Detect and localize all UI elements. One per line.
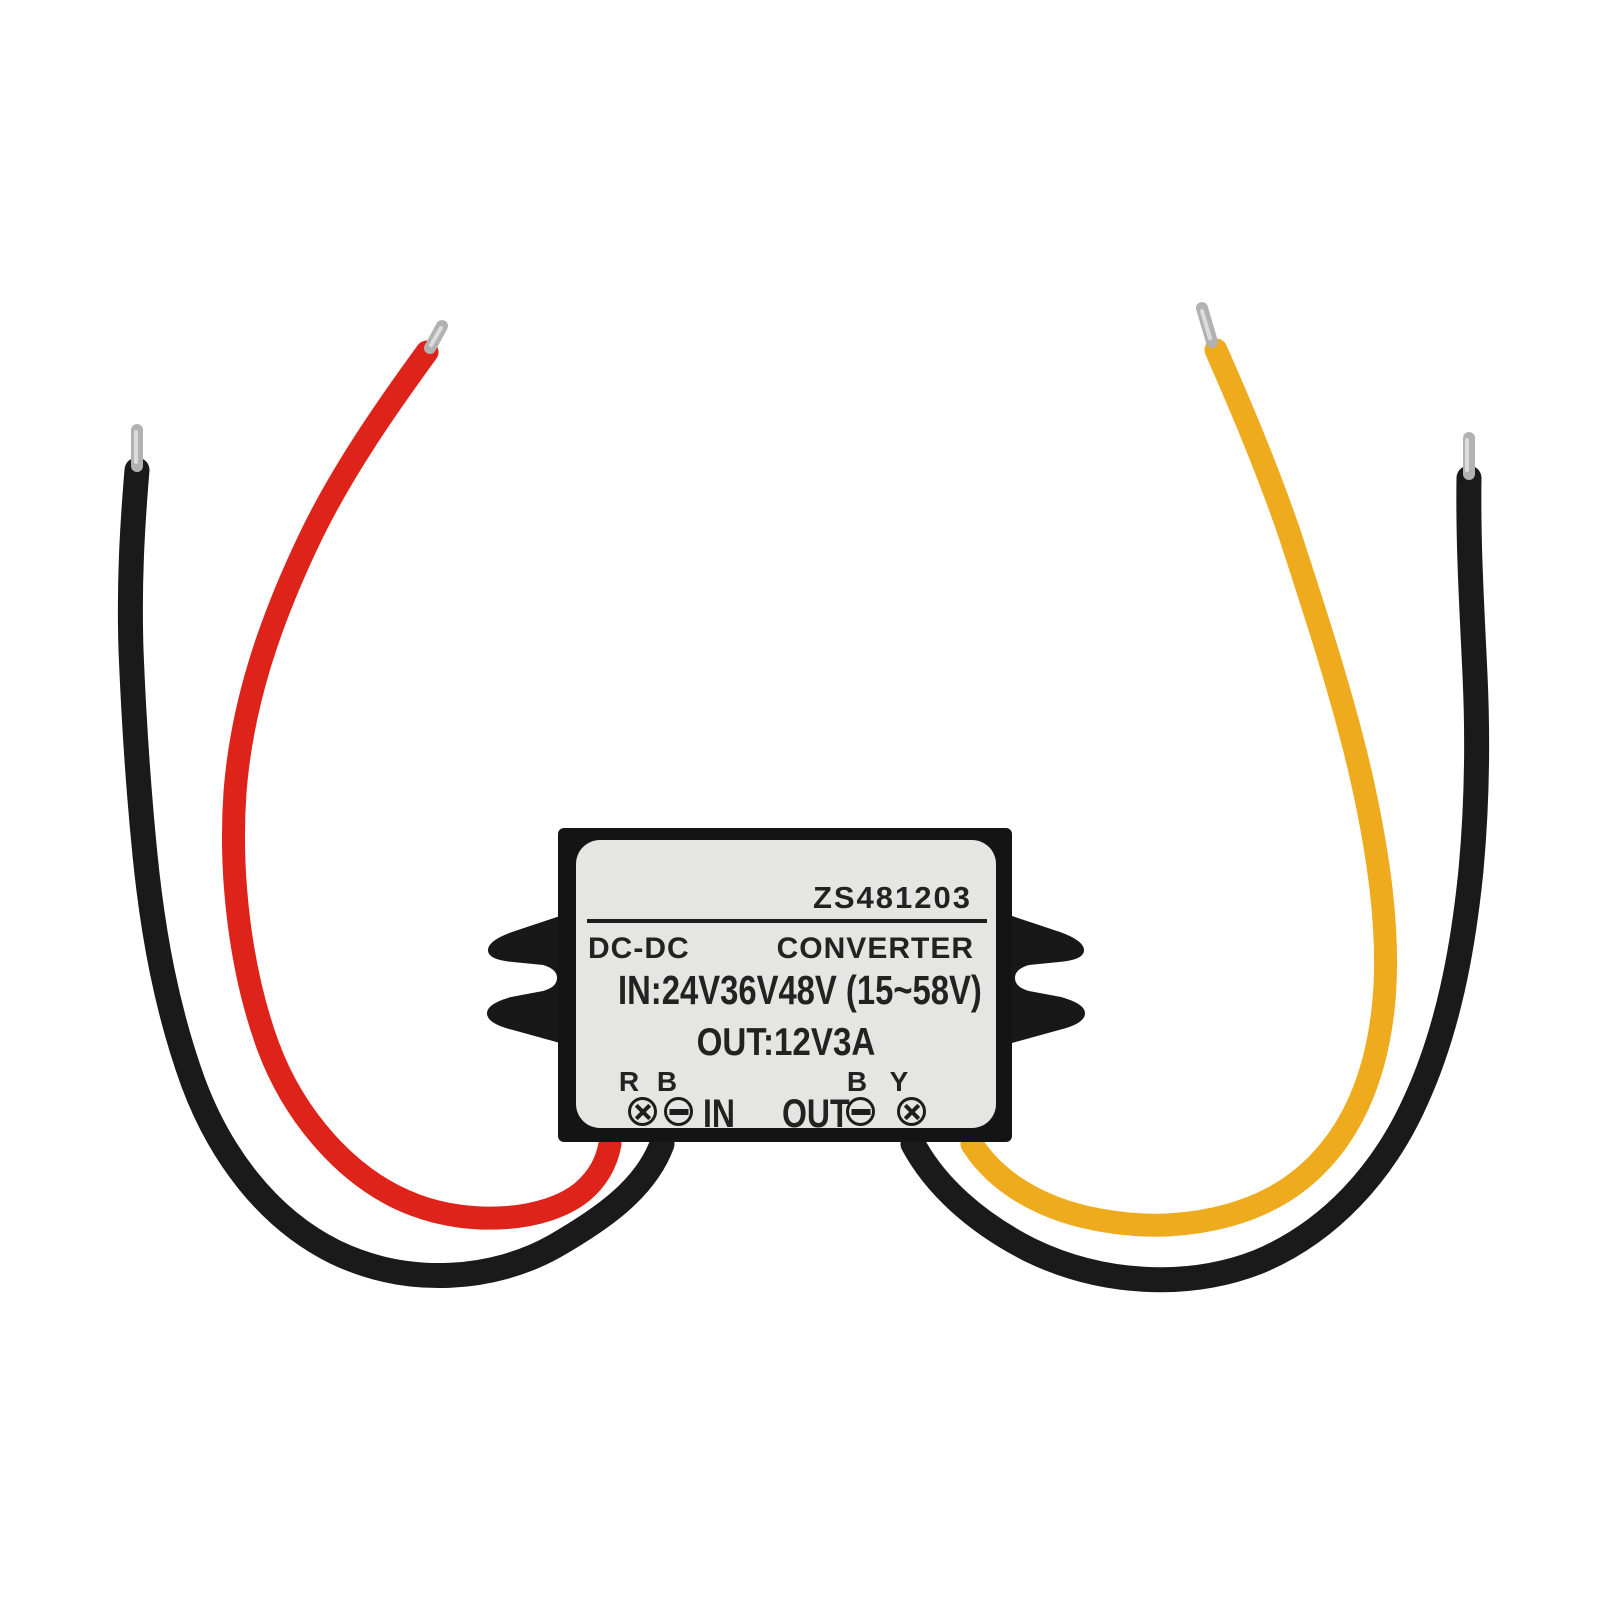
product-label-print: ZS481203 DC-DC CONVERTER IN:24V36V48V (1…: [576, 840, 996, 1134]
tinned-wire-tip-yellow: [1196, 302, 1218, 348]
in-port-label: IN: [703, 1092, 735, 1136]
output-negative-wire-black: [900, 465, 1490, 1293]
slot-screw-icon-out: [846, 1097, 875, 1126]
out-port-label: OUT: [782, 1092, 850, 1136]
output-black-wire-letter: B: [846, 1066, 868, 1097]
input-positive-wire-red: [221, 340, 622, 1230]
mounting-tab-left: [486, 916, 560, 1043]
phillips-screw-icon-out: [897, 1097, 926, 1126]
tinned-wire-tip-red: [424, 320, 448, 354]
product-type-right: CONVERTER: [776, 932, 974, 965]
input-black-wire-letter: B: [656, 1066, 678, 1097]
product-label: [576, 840, 996, 1128]
product-type-row: DC-DC CONVERTER: [588, 934, 974, 964]
slot-screw-icon-in: [664, 1097, 693, 1126]
output-positive-wire-yellow: [960, 338, 1398, 1237]
input-spec: IN:24V36V48V (15~58V): [618, 967, 982, 1013]
tinned-wire-tip-black-left: [131, 424, 143, 472]
mounting-tab-right: [1012, 916, 1086, 1043]
input-negative-wire-black: [117, 457, 675, 1288]
product-type-left: DC-DC: [588, 932, 690, 965]
input-red-wire-letter: R: [618, 1066, 640, 1097]
output-yellow-wire-letter: Y: [889, 1066, 909, 1097]
output-spec: OUT:12V3A: [696, 1021, 876, 1064]
tinned-wire-tip-black-right: [1463, 432, 1475, 480]
label-divider-line: [587, 919, 987, 923]
phillips-screw-icon-in: [628, 1097, 657, 1126]
model-number: ZS481203: [812, 880, 972, 915]
